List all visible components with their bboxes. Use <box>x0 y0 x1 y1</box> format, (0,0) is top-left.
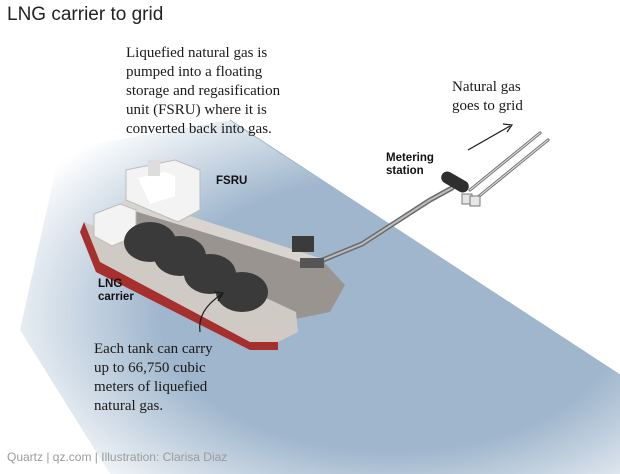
lng-carrier-label: LNG carrier <box>98 278 134 303</box>
tank-note: Each tank can carry up to 66,750 cubic m… <box>94 341 213 414</box>
fsru-note: Liquefied natural gas is pumped into a f… <box>126 45 281 137</box>
lng-tank <box>216 272 268 312</box>
metering-station-label: Metering station <box>386 152 434 177</box>
lng-carrier-ship <box>80 203 298 350</box>
diagram-title: LNG carrier to grid <box>7 4 164 25</box>
metering-station <box>441 171 481 207</box>
credit-line: Quartz | qz.com | Illustration: Clarisa … <box>7 450 228 464</box>
water-shore-edge <box>229 119 620 376</box>
fsru-label: FSRU <box>216 175 248 187</box>
pipeline <box>315 131 550 265</box>
grid-note: Natural gas goes to grid <box>452 79 523 114</box>
tank-pointer-arrowhead <box>213 291 225 302</box>
tank-pointer-arrow <box>199 293 223 333</box>
grid-arrowhead <box>502 123 514 133</box>
grid-arrow <box>467 125 511 151</box>
